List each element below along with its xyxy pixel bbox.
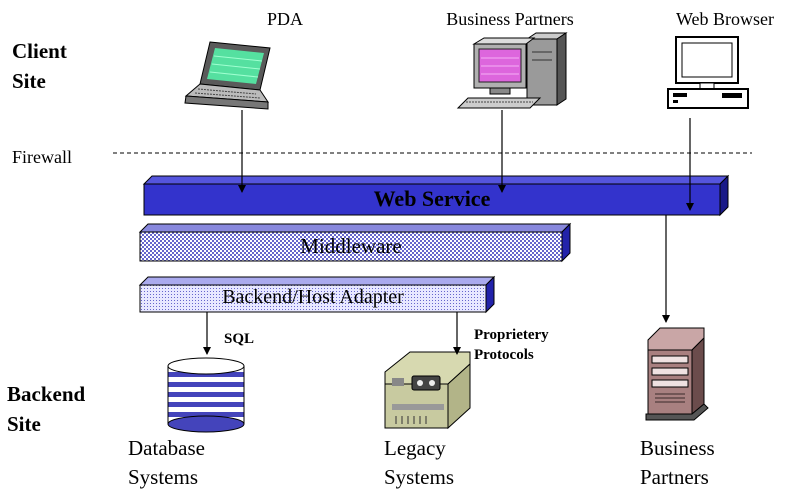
middleware-layer [138, 222, 572, 263]
database-systems-label: Database Systems [128, 434, 205, 492]
client-site-line2: Site [12, 69, 46, 93]
backend-site-label: Backend Site [7, 379, 85, 439]
sql-label: SQL [224, 331, 255, 347]
legacy-line2: Systems [384, 465, 455, 489]
browser-label: Web Browser [675, 9, 775, 29]
web-service-label: Web Service [373, 186, 491, 211]
firewall-label: Firewall [12, 147, 72, 167]
proprietary-line2: Protocols [474, 347, 534, 363]
legacy-line1: Legacy [384, 436, 446, 460]
client-site-line1: Client [12, 39, 67, 63]
middleware-label: Middleware [300, 234, 402, 258]
database-icon [167, 357, 245, 433]
legacy-mainframe-icon [384, 351, 471, 430]
business-partners-line1: Business [640, 436, 715, 460]
business-partners-line2: Partners [640, 465, 709, 489]
proprietary-line1: Proprietery [474, 327, 549, 343]
client-site-label: Client Site [12, 36, 67, 96]
database-line2: Systems [128, 465, 199, 489]
backend-site-line1: Backend [7, 382, 86, 406]
partners-desktop-icon [456, 32, 568, 109]
legacy-systems-label: Legacy Systems [384, 434, 454, 492]
browser-terminal-icon [667, 36, 749, 109]
business-partners-label: Business Partners [640, 434, 715, 492]
backend-site-line2: Site [7, 412, 41, 436]
pda-label: PDA [266, 9, 303, 29]
partners-client-label: Business Partners [446, 9, 574, 29]
proprietary-label: Proprietery Protocols [474, 325, 549, 365]
adapter-layer [138, 275, 496, 314]
adapter-label: Backend/Host Adapter [222, 286, 404, 308]
pda-icon [184, 41, 271, 110]
database-line1: Database [128, 436, 205, 460]
partners-server-icon [645, 327, 709, 421]
